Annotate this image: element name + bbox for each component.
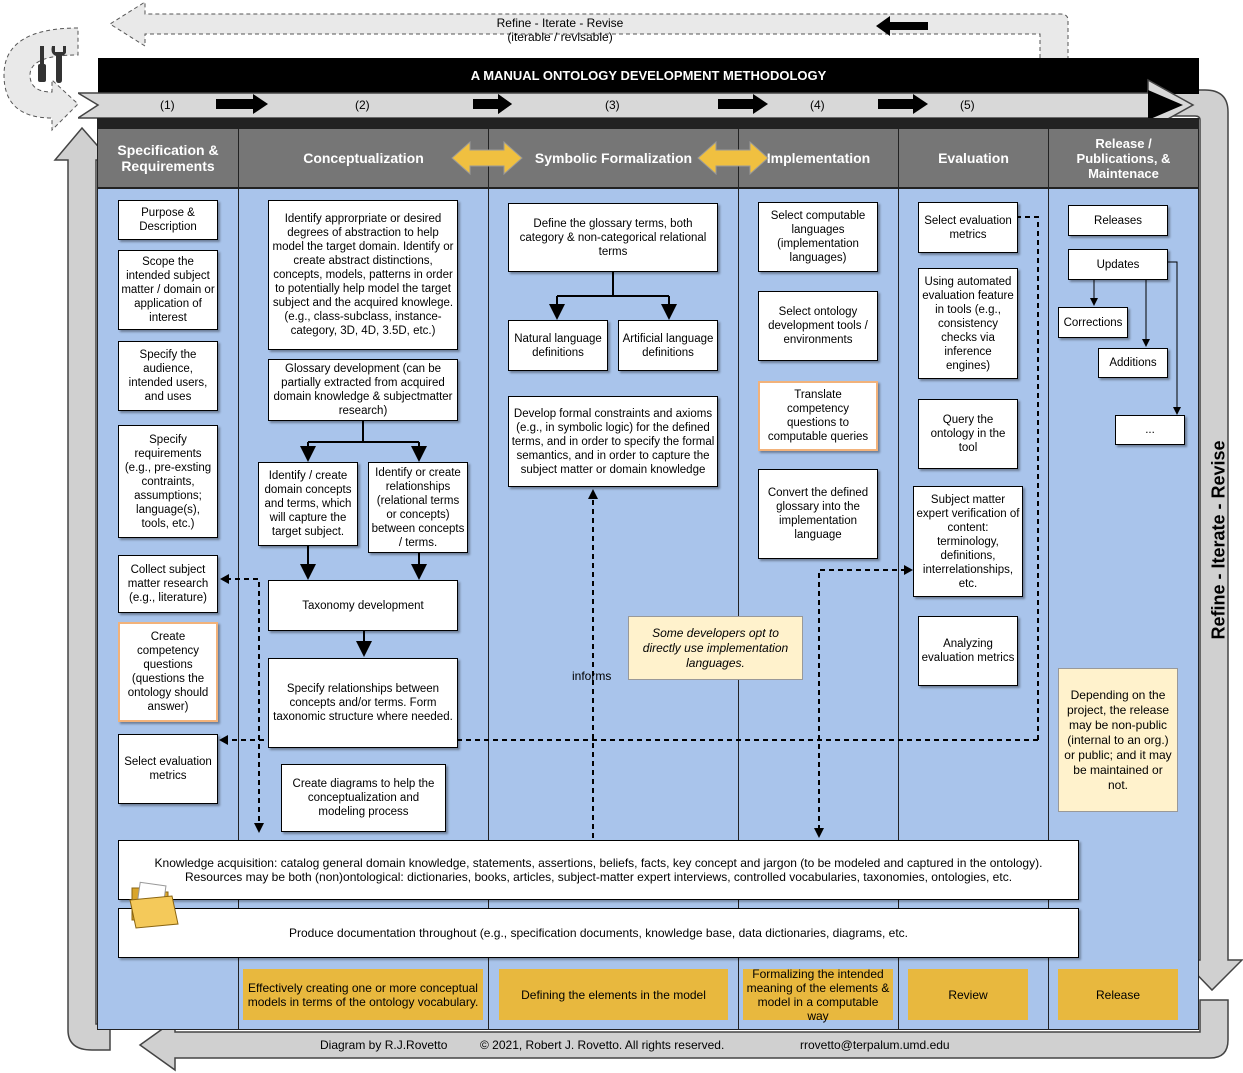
purpose-description-box: Purpose & Description [118, 200, 218, 240]
footer-credit: Diagram by R.J.Rovetto [320, 1038, 448, 1052]
title-bar [98, 58, 1199, 94]
footer-copyright: © 2021, Robert J. Rovetto. All rights re… [480, 1038, 725, 1052]
knowledge-acquisition-box: Knowledge acquisition: catalog general d… [118, 840, 1079, 900]
requirements-box: Specify requirements (e.g., pre-exsting … [118, 425, 218, 538]
select-tools-box: Select ontology development tools / envi… [758, 291, 878, 361]
column-header-evaluation: Evaluation [899, 129, 1048, 187]
collect-research-box: Collect subject matter research (e.g., l… [118, 555, 218, 613]
column-header-release: Release / Publications, & Maintenace [1049, 129, 1198, 187]
column-header-specification: Specification & Requirements [98, 129, 238, 187]
select-metrics-box: Select evaluation metrics [118, 734, 218, 804]
release-note: Depending on the project, the release ma… [1058, 668, 1178, 812]
column-header-conceptualization: Conceptualization [239, 129, 488, 187]
tools-icon [38, 46, 66, 83]
additions-box: Additions [1098, 348, 1168, 378]
footer-email: rrovetto@terpalum.umd.edu [800, 1038, 950, 1052]
corrections-box: Corrections [1058, 307, 1128, 338]
domain-concepts-box: Identify / create domain concepts and te… [258, 462, 358, 546]
query-ontology-box: Query the ontology in the tool [918, 399, 1018, 469]
informs-label: informs [572, 669, 612, 683]
scope-box: Scope the intended subject matter / doma… [118, 250, 218, 330]
top-loop-label: Refine - Iterate - Revise (iterable / re… [440, 16, 680, 44]
audience-box: Specify the audience, intended users, an… [118, 341, 218, 411]
page-title: A MANUAL ONTOLOGY DEVELOPMENT METHODOLOG… [470, 68, 827, 83]
glossary-development-box: Glossary development (can be partially e… [268, 359, 458, 421]
formal-constraints-box: Develop formal constraints and axioms (e… [508, 396, 718, 487]
specify-relationships-box: Specify relationships between concepts a… [268, 658, 458, 748]
taxonomy-box: Taxonomy development [268, 580, 458, 631]
competency-questions-box: Create competency questions (questions t… [118, 622, 218, 722]
column-header-symbolic-formalization: Symbolic Formalization [489, 129, 738, 187]
translate-queries-box: Translate competency questions to comput… [758, 381, 878, 451]
select-languages-box: Select computable languages (implementat… [758, 202, 878, 272]
step-4: (4) [810, 98, 825, 112]
convert-glossary-box: Convert the defined glossary into the im… [758, 469, 878, 559]
eval-select-metrics-box: Select evaluation metrics [918, 202, 1018, 253]
summary-implementation: Formalizing the intended meaning of the … [743, 967, 893, 1023]
summary-release: Release [1058, 969, 1178, 1020]
sme-verification-box: Subject matter expert verification of co… [913, 486, 1023, 597]
folder-icon [129, 881, 179, 929]
double-arrow-icon [697, 140, 769, 176]
top-loop-line2: (iterable / revisable) [507, 30, 613, 44]
updates-box: Updates [1068, 249, 1168, 280]
implementation-note: Some developers opt to directly use impl… [628, 616, 803, 680]
process-arrow [78, 78, 1195, 132]
abstraction-box: Identify approrpriate or desired degrees… [268, 200, 458, 350]
natural-language-box: Natural language definitions [508, 320, 608, 371]
analyzing-metrics-box: Analyzing evaluation metrics [918, 616, 1018, 686]
summary-formalization: Defining the elements in the model [499, 969, 728, 1020]
summary-conceptualization: Effectively creating one or more concept… [243, 969, 483, 1020]
left-arrow-icon [876, 16, 928, 36]
documentation-box: Produce documentation throughout (e.g., … [118, 908, 1079, 958]
step-5: (5) [960, 98, 975, 112]
double-arrow-icon [451, 140, 523, 176]
side-label: Refine - Iterate - Revise [1208, 440, 1229, 640]
step-1: (1) [160, 98, 175, 112]
diagrams-box: Create diagrams to help the conceptualiz… [281, 764, 446, 832]
ellipsis-box: ... [1115, 415, 1185, 445]
step-2: (2) [355, 98, 370, 112]
artificial-language-box: Artificial language definitions [618, 320, 718, 371]
relationships-box: Identify or create relationships (relati… [368, 462, 468, 553]
summary-evaluation: Review [908, 969, 1028, 1020]
automated-evaluation-box: Using automated evaluation feature in to… [918, 268, 1018, 379]
define-glossary-box: Define the glossary terms, both category… [508, 203, 718, 272]
step-3: (3) [605, 98, 620, 112]
releases-box: Releases [1068, 205, 1168, 236]
top-loop-line1: Refine - Iterate - Revise [496, 16, 624, 30]
